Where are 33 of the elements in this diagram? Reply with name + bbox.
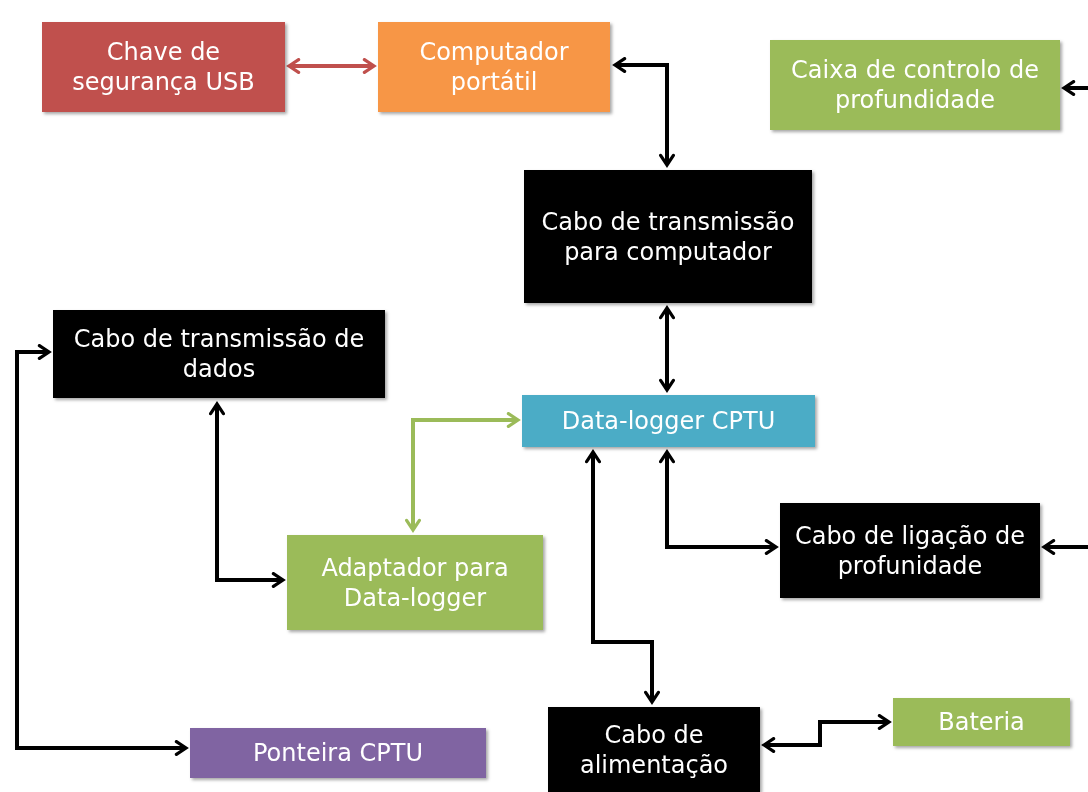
connector-arrow <box>659 306 675 392</box>
node-label: Cabo de transmissão para computador <box>540 206 796 267</box>
connector-arrow <box>15 344 188 756</box>
node-label: Cabo de alimentação <box>578 719 730 780</box>
cable-box <box>548 707 760 792</box>
node-label: Data-logger CPTU <box>560 406 777 436</box>
connector-arrow <box>1062 80 1088 96</box>
connector-arrow <box>209 402 285 588</box>
connector-arrow <box>405 412 520 532</box>
device-box <box>287 535 543 630</box>
node-label: Bateria <box>937 707 1026 737</box>
node-label: Chave de segurança USB <box>71 37 256 97</box>
node-label: Ponteira CPTU <box>252 738 424 768</box>
connector-arrow <box>762 714 891 753</box>
connector-arrow <box>659 450 778 555</box>
node-label: Cabo de ligação de profunidade <box>793 520 1027 581</box>
node-label: Cabo de transmissão de dados <box>72 324 366 384</box>
device-box <box>190 728 486 778</box>
device-box <box>770 40 1060 130</box>
connector-arrow <box>613 57 675 167</box>
node-label: Computador portátil <box>418 37 570 97</box>
connector-arrow <box>287 58 376 74</box>
device-box <box>522 395 815 447</box>
device-box <box>893 698 1070 746</box>
cable-box <box>780 503 1040 598</box>
cable-box <box>53 310 385 398</box>
node-label: Caixa de controlo de profundidade <box>790 55 1040 115</box>
node-label: Adaptador para Data-logger <box>320 552 510 613</box>
connector-arrow <box>1042 539 1088 555</box>
device-box <box>378 22 610 112</box>
device-box <box>42 22 285 112</box>
connector-arrow <box>585 450 660 704</box>
cable-box <box>524 170 812 303</box>
